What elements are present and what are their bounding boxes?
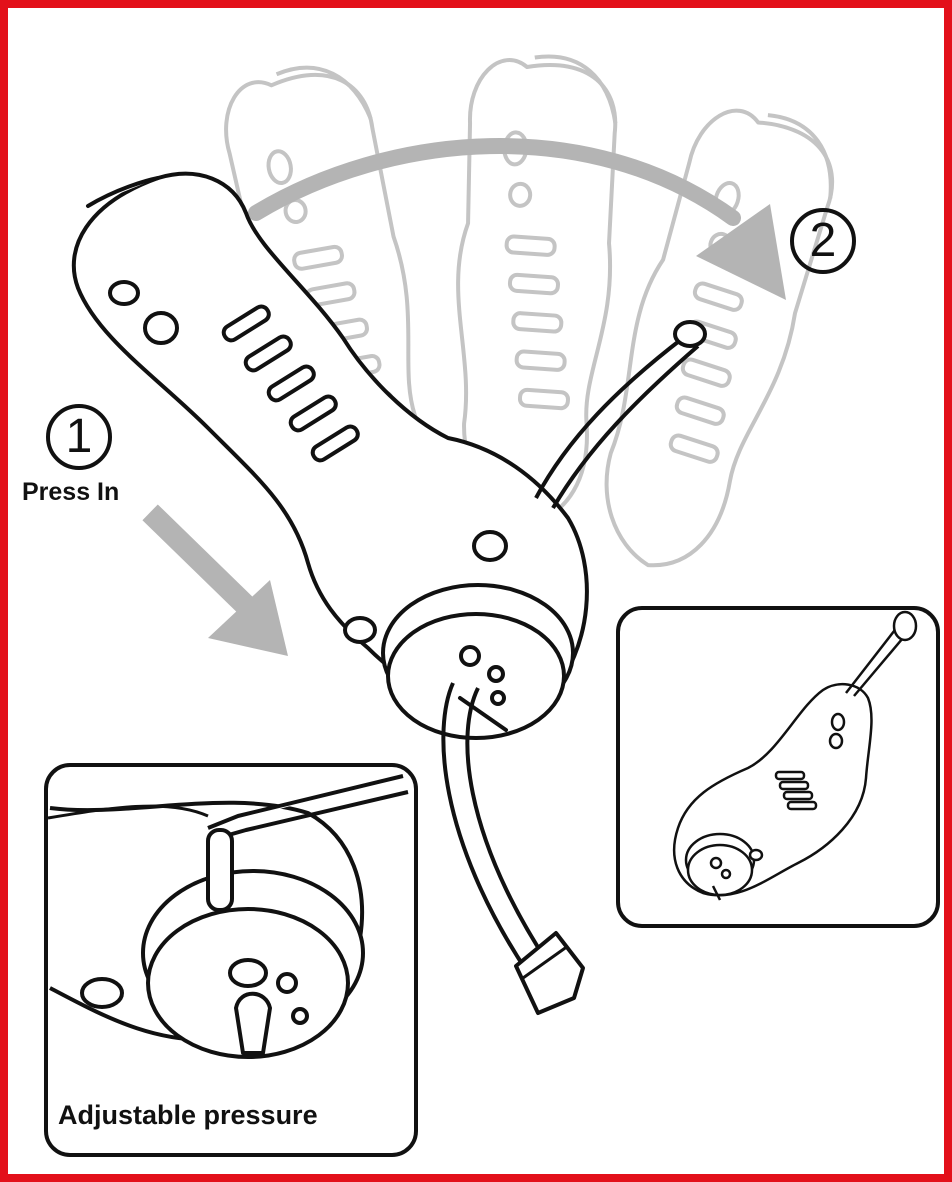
diagram-artwork: [44, 49, 940, 1157]
inset-left-detail: [49, 774, 409, 1059]
rotation-arrow: [248, 138, 741, 226]
air-hose: [441, 682, 550, 975]
rotation-arrowhead: [696, 204, 786, 300]
hose-nut: [514, 931, 585, 1015]
adjustable-pressure-label: Adjustable pressure: [58, 1100, 318, 1130]
press-in-arrowhead: [208, 580, 288, 656]
press-in-arrow: [142, 504, 254, 614]
step-one-badge: 1: [46, 404, 112, 470]
pressure-rod: [534, 320, 707, 510]
press-in-label: Press In: [22, 478, 120, 506]
main-tool: [71, 171, 589, 740]
inset-right-detail: [673, 610, 918, 901]
step-two-badge: 2: [790, 208, 856, 274]
